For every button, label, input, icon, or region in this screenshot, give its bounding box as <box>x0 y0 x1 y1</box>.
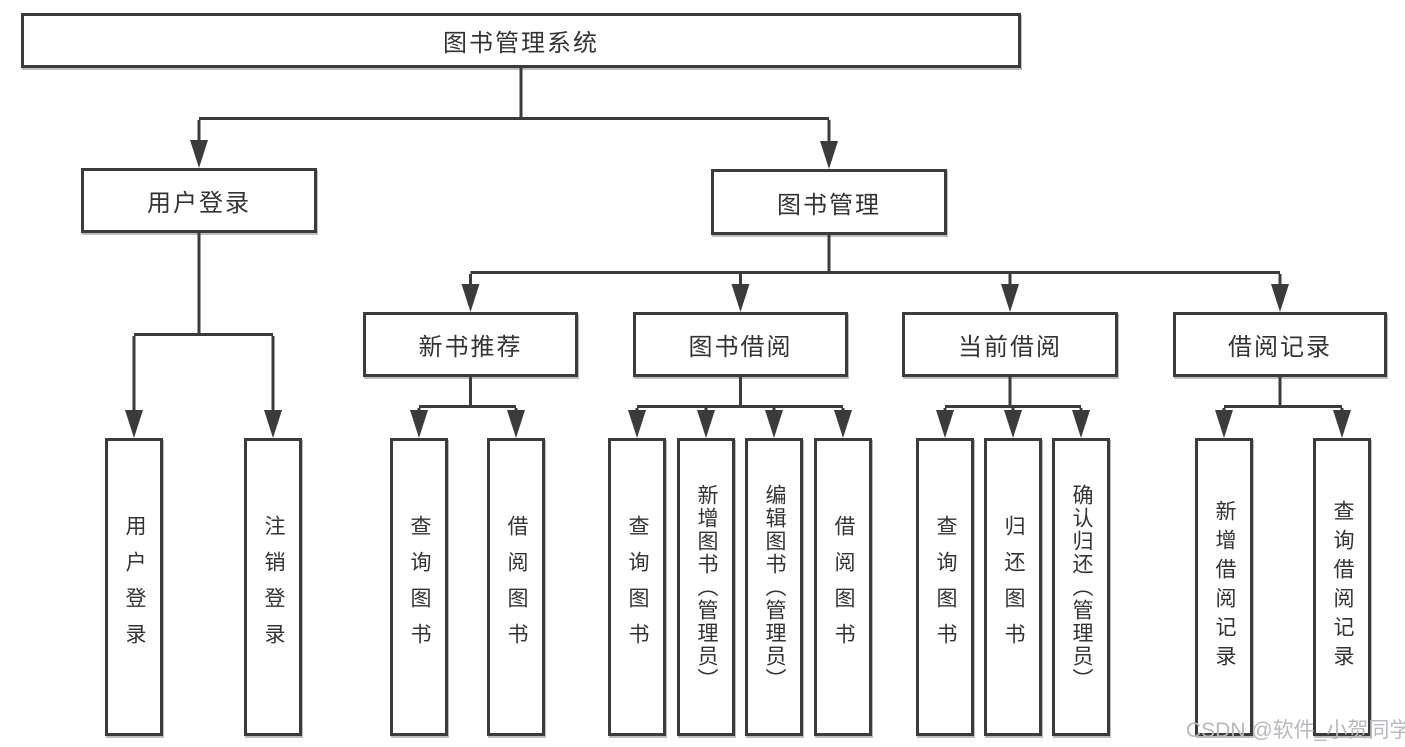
leaf-add-borrow-record: 新增借阅记录 <box>1195 438 1253 736</box>
leaf-query-books-current: 查询图书 <box>916 438 974 736</box>
leaf-confirm-return-admin: 确认归还（管理员） <box>1052 438 1110 736</box>
node-label: 用户登录 <box>147 190 251 217</box>
node-label: 当前借阅 <box>958 334 1062 361</box>
node-label: 借阅图书 <box>832 515 855 659</box>
leaf-logout: 注销登录 <box>244 438 302 736</box>
node-root-library-system: 图书管理系统 <box>21 13 1021 68</box>
leaf-borrow-books: 借阅图书 <box>814 438 872 736</box>
node-user-login: 用户登录 <box>81 168 317 233</box>
leaf-add-books-admin: 新增图书（管理员） <box>677 438 735 736</box>
node-label: 查询图书 <box>934 515 957 659</box>
node-label: 编辑图书（管理员） <box>763 483 786 691</box>
node-label: 图书借阅 <box>688 334 793 361</box>
leaf-edit-books-admin: 编辑图书（管理员） <box>745 438 803 736</box>
node-label: 注销登录 <box>262 515 285 659</box>
node-new-book-recommend: 新书推荐 <box>363 312 578 377</box>
node-label: 归还图书 <box>1002 515 1025 659</box>
leaf-query-books-borrowing: 查询图书 <box>608 438 666 736</box>
node-label: 图书管理 <box>777 191 881 219</box>
node-label: 查询图书 <box>408 515 431 659</box>
leaf-user-login: 用户登录 <box>105 438 163 736</box>
node-label: 查询图书 <box>626 515 649 659</box>
node-label: 查询借阅记录 <box>1331 500 1354 674</box>
node-book-management: 图书管理 <box>711 169 947 235</box>
node-label: 借阅图书 <box>505 515 528 659</box>
arrowheads <box>125 140 1351 438</box>
leaf-query-borrow-record: 查询借阅记录 <box>1313 438 1371 736</box>
node-label: 借阅记录 <box>1228 334 1332 361</box>
leaf-borrow-books-recommend: 借阅图书 <box>487 438 545 736</box>
node-book-borrowing: 图书借阅 <box>633 312 848 377</box>
node-label: 新书推荐 <box>418 334 523 361</box>
node-label: 用户登录 <box>123 515 146 659</box>
csdn-watermark: CSDN @软件_小贺同学 <box>1186 719 1405 742</box>
node-label: 新增图书（管理员） <box>695 483 718 691</box>
leaf-query-books-recommend: 查询图书 <box>390 438 448 736</box>
node-label: 图书管理系统 <box>443 30 599 57</box>
node-borrowing-records: 借阅记录 <box>1173 312 1387 377</box>
node-label: 新增借阅记录 <box>1213 500 1236 674</box>
node-current-borrowing: 当前借阅 <box>902 312 1118 377</box>
leaf-return-books: 归还图书 <box>984 438 1042 736</box>
node-label: 确认归还（管理员） <box>1070 483 1093 691</box>
